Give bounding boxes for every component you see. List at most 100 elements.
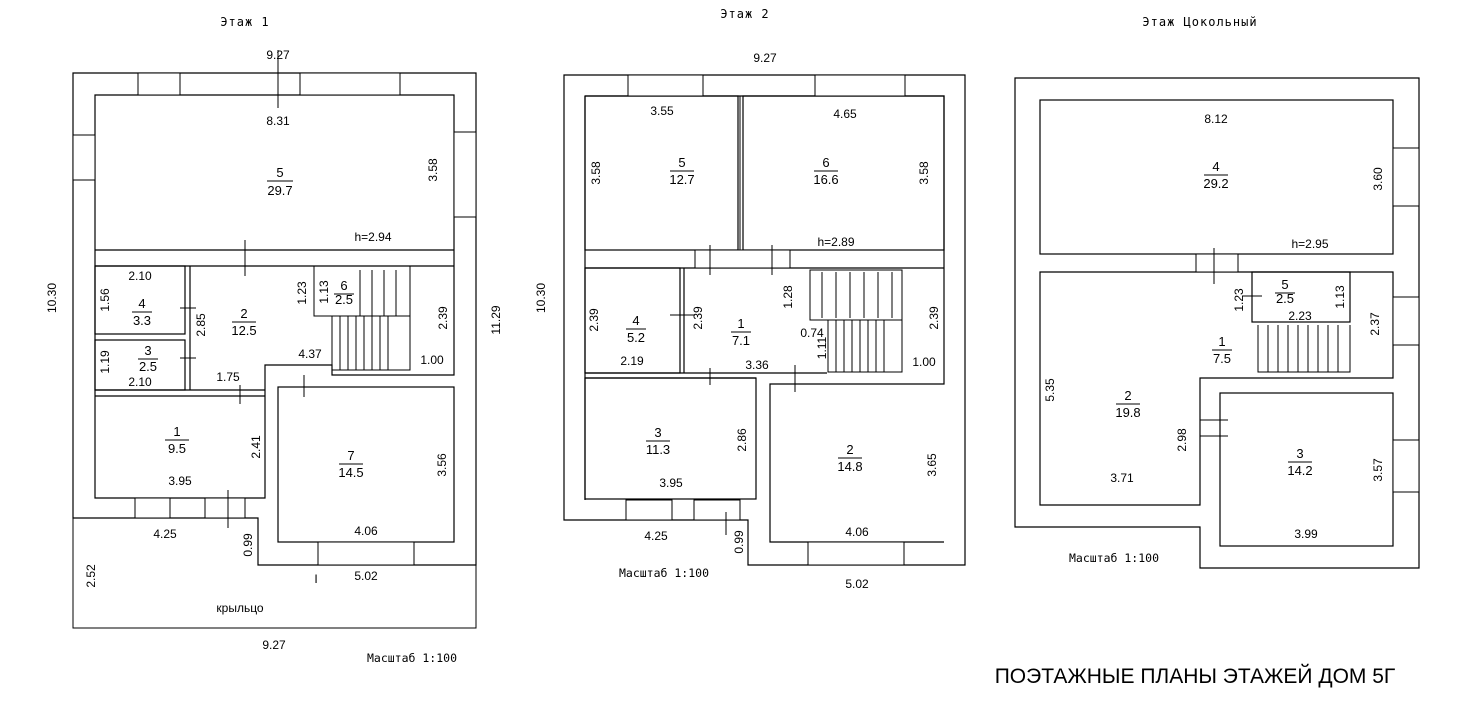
dimension-label: 1.00 bbox=[912, 355, 936, 369]
room-number: 2 bbox=[1124, 388, 1131, 403]
window bbox=[814, 74, 906, 97]
floor-1-inner-contour bbox=[94, 94, 455, 499]
dimension-label: 0.99 bbox=[241, 533, 255, 557]
room-number: 3 bbox=[654, 425, 661, 440]
room-area: 29.2 bbox=[1203, 176, 1228, 191]
dimension-label: 2.37 bbox=[1368, 312, 1382, 336]
dimension-label: 1.28 bbox=[781, 285, 795, 309]
dimension-label: 1.23 bbox=[1232, 288, 1246, 312]
floor-basement-scale-label: Масштаб 1:100 bbox=[1069, 551, 1159, 565]
room-area: 29.7 bbox=[267, 183, 292, 198]
dimension-label: 1.75 bbox=[216, 370, 240, 384]
window bbox=[694, 249, 791, 269]
room-area: 7.5 bbox=[1213, 351, 1231, 366]
room-area: 2.5 bbox=[139, 359, 157, 374]
dimension-label: 3.95 bbox=[168, 474, 192, 488]
window bbox=[1195, 253, 1239, 273]
window bbox=[299, 72, 401, 96]
drawing-title: ПОЭТАЖНЫЕ ПЛАНЫ ЭТАЖЕЙ ДОМ 5Г bbox=[995, 664, 1396, 688]
window bbox=[625, 499, 673, 521]
dimension-label: 3.58 bbox=[426, 158, 440, 182]
dimension-label: 1.11 bbox=[815, 336, 829, 359]
window bbox=[453, 131, 477, 218]
room-area: 7.1 bbox=[732, 333, 750, 348]
room-number: 5 bbox=[678, 155, 685, 170]
dimension-label: 3.57 bbox=[1371, 458, 1385, 482]
dimension-label: 5.02 bbox=[845, 577, 869, 591]
dimension-label: 2.39 bbox=[436, 306, 450, 330]
room-number: 1 bbox=[737, 316, 744, 331]
floor-2-title: Этаж 2 bbox=[720, 7, 769, 21]
dimension-label: 1.23 bbox=[295, 281, 309, 305]
dimension-label: 9.27 bbox=[262, 638, 286, 652]
room-area: 12.5 bbox=[231, 323, 256, 338]
dimension-label: 2.10 bbox=[128, 269, 152, 283]
room-number: 1 bbox=[1218, 334, 1225, 349]
floor-basement-plan: 4 29.2 5 2.5 1 7.5 2 19.8 3 14.2 8.12 3.… bbox=[1014, 77, 1420, 569]
window bbox=[134, 497, 171, 519]
window bbox=[72, 134, 96, 181]
dimension-label: 2.85 bbox=[194, 313, 208, 337]
ceiling-height-label: h=2.95 bbox=[1291, 237, 1328, 251]
window bbox=[317, 541, 415, 566]
dimension-label: 3.58 bbox=[917, 161, 931, 185]
dimension-label: 2.98 bbox=[1175, 428, 1189, 452]
dimension-label: 10.30 bbox=[534, 283, 548, 313]
dimension-label: 2.39 bbox=[587, 308, 601, 332]
dimension-label: 10.30 bbox=[45, 283, 59, 313]
window bbox=[693, 499, 741, 521]
dimension-label: 3.55 bbox=[650, 104, 674, 118]
floor-2-outer-wall bbox=[563, 74, 966, 566]
floor-1-porch-outline bbox=[72, 518, 477, 629]
dimension-label: 2.52 bbox=[84, 564, 98, 588]
dimension-label: 9.27 bbox=[266, 48, 290, 62]
dimension-label: 1.19 bbox=[98, 350, 112, 374]
ceiling-height-label: h=2.94 bbox=[354, 230, 391, 244]
dimension-label: 5.35 bbox=[1043, 378, 1057, 402]
room-area: 2.5 bbox=[335, 292, 353, 307]
dimension-label: 3.65 bbox=[925, 453, 939, 477]
dimension-label: 3.60 bbox=[1371, 167, 1385, 191]
dimension-label: 1.13 bbox=[317, 280, 331, 304]
floor-1-scale-label: Масштаб 1:100 bbox=[367, 651, 457, 665]
room-number: 5 bbox=[276, 165, 283, 180]
room-number: 7 bbox=[347, 448, 354, 463]
window bbox=[204, 497, 246, 519]
dimension-label: 2.19 bbox=[620, 354, 644, 368]
window bbox=[137, 72, 181, 96]
room-number: 2 bbox=[846, 442, 853, 457]
room-number: 5 bbox=[1281, 277, 1288, 292]
window bbox=[807, 541, 905, 566]
dimension-label: 11.29 bbox=[489, 305, 503, 334]
floor-1-title: Этаж 1 bbox=[220, 15, 269, 29]
dimension-label: 4.06 bbox=[845, 525, 869, 539]
room-area: 14.2 bbox=[1287, 463, 1312, 478]
window bbox=[1392, 296, 1420, 346]
dimension-label: 2.39 bbox=[927, 306, 941, 330]
room-area: 12.7 bbox=[669, 172, 694, 187]
porch-label: крыльцо bbox=[216, 601, 264, 615]
room-area: 14.5 bbox=[338, 465, 363, 480]
room-area: 16.6 bbox=[813, 172, 838, 187]
dimension-label: 0.74 bbox=[800, 326, 824, 340]
dimension-label: 1.13 bbox=[1333, 285, 1347, 309]
room-number: 6 bbox=[340, 278, 347, 293]
room-area: 11.3 bbox=[646, 442, 670, 457]
room-number: 4 bbox=[1212, 159, 1219, 174]
dimension-label: 3.36 bbox=[745, 358, 769, 372]
room-number: 4 bbox=[632, 313, 639, 328]
dimension-label: 4.25 bbox=[644, 529, 668, 543]
dimension-label: 3.71 bbox=[1110, 471, 1134, 485]
dimension-label: 4.25 bbox=[153, 527, 177, 541]
floor-basement-outer-wall bbox=[1014, 77, 1420, 569]
window bbox=[1392, 147, 1420, 207]
room-area: 9.5 bbox=[168, 441, 186, 456]
window bbox=[627, 74, 704, 97]
floor-1-plan: 5 29.7 4 3.3 3 2.5 2 12.5 6 2.5 1 9.5 7 … bbox=[45, 48, 503, 665]
dimension-label: 9.27 bbox=[753, 51, 777, 65]
dimension-label: 3.99 bbox=[1294, 527, 1318, 541]
dimension-label: 3.58 bbox=[589, 161, 603, 185]
ceiling-height-label: h=2.89 bbox=[817, 235, 854, 249]
room-number: 1 bbox=[173, 424, 180, 439]
